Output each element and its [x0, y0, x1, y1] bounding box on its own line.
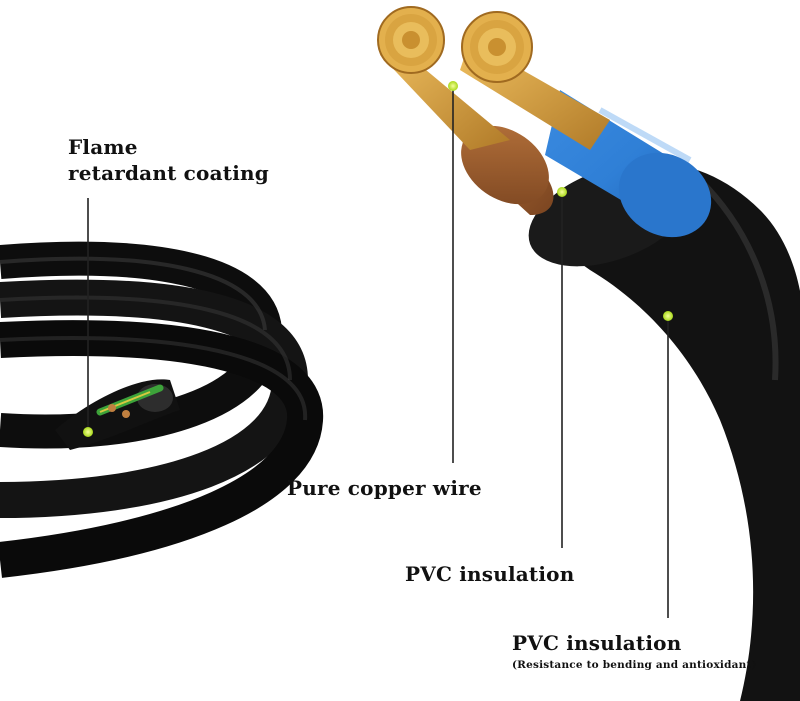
pvc-outer-note: (Resistance to bending and antioxidant) — [512, 659, 757, 671]
indicator-dot-copper — [448, 81, 458, 91]
flame-label-line2: retardant coating — [68, 161, 269, 185]
pvc-outer-label: PVC insulation — [512, 631, 682, 655]
coiled-cable — [0, 241, 324, 578]
pvc-inner-label: PVC insulation — [405, 562, 575, 586]
outer-sheath — [551, 162, 800, 701]
copper-strands-right — [460, 11, 610, 150]
leader-lines — [87, 86, 669, 618]
flame-retardant-label: Flame retardant coating — [68, 134, 269, 186]
indicator-dot-flame — [83, 427, 93, 437]
indicator-dot-pvc-inner — [557, 187, 567, 197]
copper-strands-left — [377, 6, 510, 150]
copper-wire-label: Pure copper wire — [287, 476, 482, 500]
flame-label-line1: Flame — [68, 135, 138, 159]
cable-cross-section — [377, 6, 800, 701]
indicator-dot-pvc-outer — [663, 311, 673, 321]
indicator-dots — [83, 81, 673, 437]
